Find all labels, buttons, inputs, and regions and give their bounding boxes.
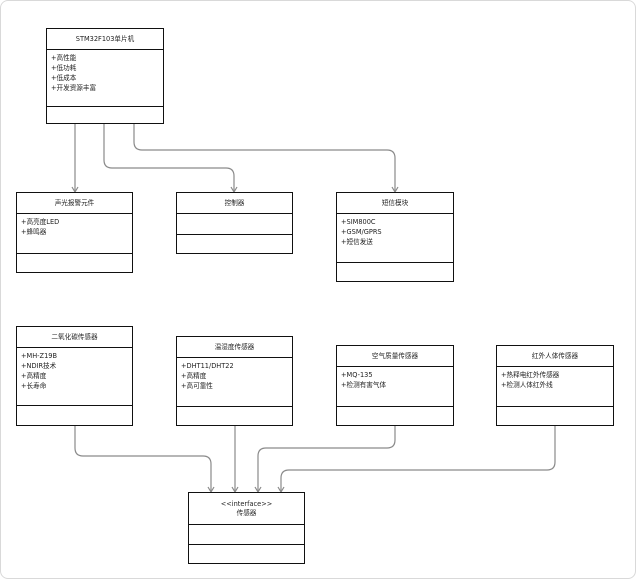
attribute: +SIM800C <box>341 218 376 226</box>
attribute: +短信发送 <box>341 238 373 246</box>
stereotype-label: <<interface>> <box>220 499 273 508</box>
attribute: +低功耗 <box>51 64 77 72</box>
class-box-alarm[interactable]: 声光报警元件 +高亮度LED +蜂鸣器 <box>16 192 133 273</box>
link-air-sensor <box>254 426 396 494</box>
class-attributes <box>189 525 304 545</box>
class-title: STM32F103单片机 <box>47 29 163 50</box>
attribute: +MQ-135 <box>341 371 373 379</box>
class-title: 二氧化碳传感器 <box>17 327 132 348</box>
class-attributes: +MQ-135 +检测有害气体 <box>337 367 453 407</box>
attribute: +GSM/GPRS <box>341 228 382 236</box>
attribute: +高性能 <box>51 54 77 62</box>
class-attributes: +高亮度LED +蜂鸣器 <box>17 214 132 254</box>
link-mcu-controller <box>103 124 238 194</box>
link-co2-sensor <box>74 426 215 494</box>
attribute: +高可靠性 <box>181 382 213 390</box>
class-name: 传感器 <box>236 508 257 517</box>
attribute: +MH-Z19B <box>21 352 57 360</box>
class-title: 温湿度传感器 <box>177 337 292 358</box>
attribute: +DHT11/DHT22 <box>181 362 234 370</box>
class-title: 声光报警元件 <box>17 193 132 214</box>
class-box-temp-sensor[interactable]: 温湿度传感器 +DHT11/DHT22 +高精度 +高可靠性 <box>176 336 293 426</box>
link-pir-sensor <box>277 426 556 494</box>
class-title: 空气质量传感器 <box>337 346 453 367</box>
link-mcu-sms <box>133 124 399 194</box>
class-attributes <box>177 214 292 235</box>
class-box-sensor-interface[interactable]: <<interface>> 传感器 <box>188 492 305 564</box>
attribute: +高亮度LED <box>21 218 60 226</box>
attribute: +长寿命 <box>21 382 47 390</box>
class-title: 短信模块 <box>337 193 453 214</box>
class-box-controller[interactable]: 控制器 <box>176 192 293 254</box>
class-attributes: +DHT11/DHT22 +高精度 +高可靠性 <box>177 358 292 407</box>
class-attributes: +MH-Z19B +NDIR技术 +高精度 +长寿命 <box>17 348 132 406</box>
class-title: 红外人体传感器 <box>497 346 613 367</box>
attribute: +低成本 <box>51 74 77 82</box>
attribute: +蜂鸣器 <box>21 228 47 236</box>
class-box-mcu[interactable]: STM32F103单片机 +高性能 +低功耗 +低成本 +开发资源丰富 <box>46 28 164 124</box>
attribute: +NDIR技术 <box>21 362 57 370</box>
class-box-air-sensor[interactable]: 空气质量传感器 +MQ-135 +检测有害气体 <box>336 345 454 426</box>
attribute: +检测有害气体 <box>341 381 387 389</box>
class-attributes: +SIM800C +GSM/GPRS +短信发送 <box>337 214 453 263</box>
class-attributes: +高性能 +低功耗 +低成本 +开发资源丰富 <box>47 50 163 107</box>
class-box-co2-sensor[interactable]: 二氧化碳传感器 +MH-Z19B +NDIR技术 +高精度 +长寿命 <box>16 326 133 426</box>
class-title: 控制器 <box>177 193 292 214</box>
attribute: +热释电红外传感器 <box>501 371 560 379</box>
attribute: +高精度 <box>21 372 47 380</box>
class-box-pir-sensor[interactable]: 红外人体传感器 +热释电红外传感器 +检测人体红外线 <box>496 345 614 426</box>
attribute: +开发资源丰富 <box>51 84 97 92</box>
class-title: <<interface>> 传感器 <box>189 493 304 525</box>
attribute: +检测人体红外线 <box>501 381 553 389</box>
class-attributes: +热释电红外传感器 +检测人体红外线 <box>497 367 613 407</box>
class-box-sms[interactable]: 短信模块 +SIM800C +GSM/GPRS +短信发送 <box>336 192 454 282</box>
attribute: +高精度 <box>181 372 207 380</box>
